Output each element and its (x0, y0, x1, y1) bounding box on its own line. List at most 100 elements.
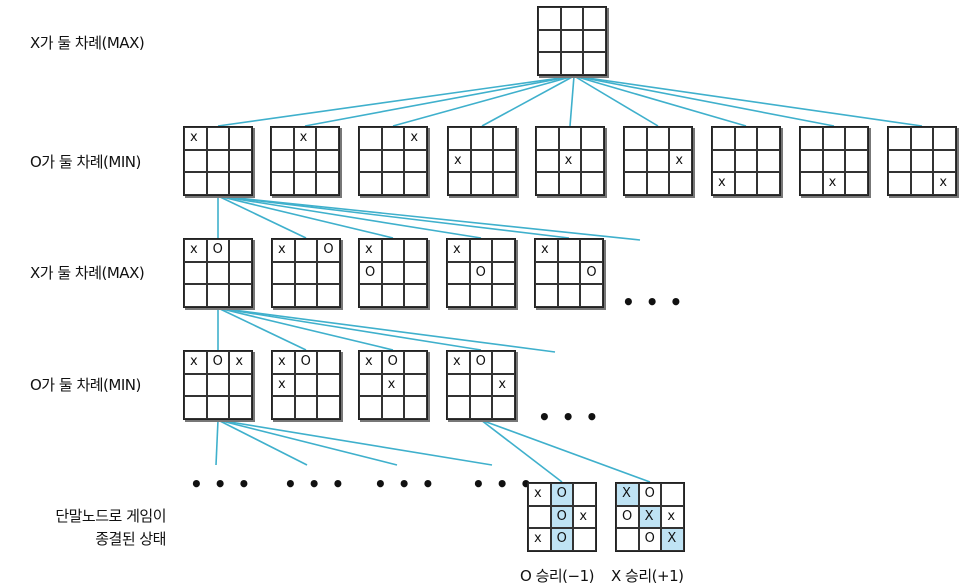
board-cell (581, 149, 604, 173)
board-cell (583, 29, 606, 53)
board-cell (581, 172, 604, 195)
board-cell (933, 127, 956, 150)
board-cell (184, 172, 207, 195)
board-cell (560, 29, 584, 53)
board-cell (469, 239, 493, 262)
edge-level1-level2-5 (217, 195, 570, 239)
board-cell (447, 373, 470, 397)
board-cell (560, 52, 584, 75)
edge-level3-dots-4 (217, 419, 493, 466)
board-cell: x (359, 351, 382, 374)
board-cell (624, 149, 647, 173)
board-cell: x (712, 172, 735, 195)
board-cell: X (661, 528, 684, 551)
board-cell (573, 483, 596, 506)
board-cell: x (272, 351, 295, 374)
edge-root-level1-7 (573, 75, 747, 127)
board-cell: x (293, 127, 317, 150)
board-cell: x (184, 239, 207, 262)
board-cell (317, 284, 340, 307)
board-cell (734, 149, 758, 173)
board-cell (272, 261, 295, 285)
board-cell (294, 261, 318, 285)
board-cell (646, 127, 670, 150)
board-cell (624, 172, 647, 195)
board-level1-5: x (535, 126, 605, 196)
board-cell (493, 127, 516, 150)
board-cell (616, 528, 639, 551)
edge-level3-dots-1 (215, 419, 219, 466)
board-cell (272, 396, 295, 419)
board-cell: x (933, 172, 956, 195)
board-cell (229, 284, 252, 307)
terminal-label-line1: 단말노드로 게임이 (55, 507, 166, 525)
board-cell (404, 284, 427, 307)
ellipsis-level4-b: • • • (284, 472, 347, 496)
board-cell (206, 127, 230, 150)
board-cell: x (359, 239, 382, 262)
board-cell (271, 127, 294, 150)
board-cell (272, 284, 295, 307)
board-cell (404, 239, 427, 262)
ellipsis-level3: • • • (538, 405, 601, 429)
board-cell (845, 127, 868, 150)
edge-level3-dots-2 (217, 419, 308, 466)
level-label-max-2: X가 둘 차례(MAX) (30, 264, 145, 282)
board-cell (317, 396, 340, 419)
board-cell (470, 149, 494, 173)
board-cell (359, 284, 382, 307)
board-cell (404, 373, 427, 397)
board-cell (493, 172, 516, 195)
board-cell (624, 127, 647, 150)
board-level1-1: x (183, 126, 253, 196)
board-cell (447, 261, 470, 285)
board-cell: O (550, 483, 574, 506)
board-cell (580, 239, 603, 262)
board-cell (910, 149, 934, 173)
edge-level2-level3-4 (217, 307, 482, 351)
board-cell (557, 239, 581, 262)
board-cell (206, 261, 230, 285)
board-cell (800, 127, 823, 150)
edge-level3-dots-3 (217, 419, 398, 466)
board-cell (229, 261, 252, 285)
board-cell (646, 149, 670, 173)
board-cell (316, 172, 339, 195)
board-cell (583, 7, 606, 30)
board-cell: x (184, 127, 207, 150)
ellipsis-level4-d: • • • (472, 472, 535, 496)
board-cell (206, 284, 230, 307)
edge-level2-level3-3 (217, 307, 394, 351)
board-cell (669, 172, 692, 195)
board-cell (184, 396, 207, 419)
board-cell (910, 127, 934, 150)
board-cell (492, 239, 515, 262)
level-label-min-2: O가 둘 차례(MIN) (30, 376, 141, 394)
board-cell: x (528, 483, 551, 506)
board-cell (359, 149, 382, 173)
board-cell (712, 149, 735, 173)
board-cell (404, 396, 427, 419)
board-cell (580, 284, 603, 307)
edge-level2-more (217, 307, 556, 353)
edge-level1-level2-4 (217, 195, 482, 239)
board-cell (933, 149, 956, 173)
board-cell (317, 351, 340, 374)
board-cell (910, 172, 934, 195)
board-cell (573, 528, 596, 551)
board-cell (469, 396, 493, 419)
board-cell (381, 239, 405, 262)
board-cell (888, 149, 911, 173)
board-cell: x (381, 373, 405, 397)
board-cell (447, 396, 470, 419)
board-cell (316, 149, 339, 173)
board-cell (448, 127, 471, 150)
board-cell (294, 396, 318, 419)
board-cell (184, 261, 207, 285)
board-cell (757, 149, 780, 173)
